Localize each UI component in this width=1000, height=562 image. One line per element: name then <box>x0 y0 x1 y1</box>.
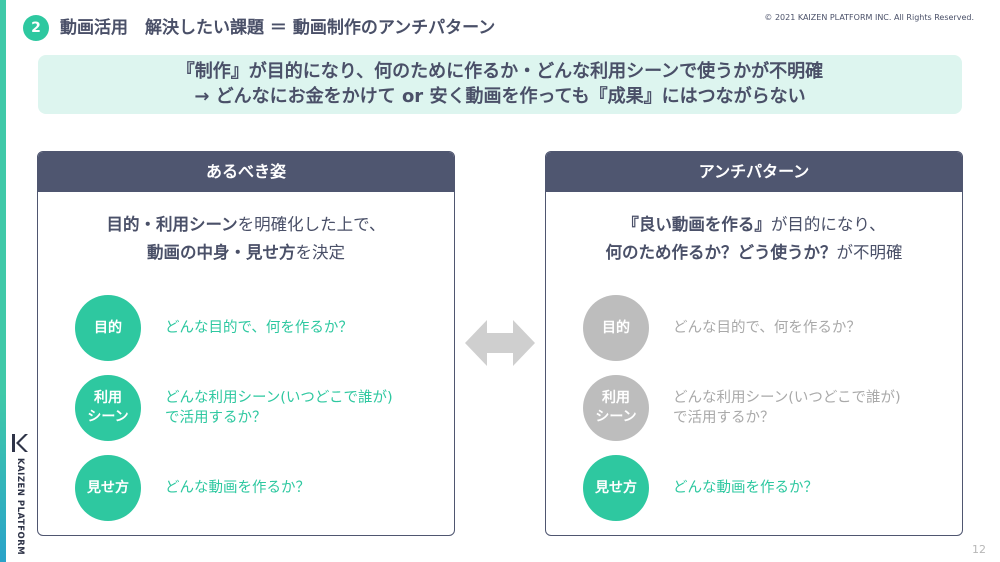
antipattern-panel-title: アンチパターン <box>546 152 962 192</box>
page-title: 動画活用 解決したい課題 ＝ 動画制作のアンチパターン <box>60 18 496 38</box>
copyright-text: © 2021 KAIZEN PLATFORM INC. All Rights R… <box>764 13 974 22</box>
scene-text-2: で活用するか？ <box>165 410 267 426</box>
scene-text-1: どんな利用シーン(いつどこで誰が) <box>165 390 393 406</box>
anti-item-scene: 利用シーン どんな利用シーン(いつどこで誰が) で活用するか？ <box>583 375 953 441</box>
anti-scene-text: どんな利用シーン(いつどこで誰が) で活用するか？ <box>673 388 901 428</box>
ideal-item-presentation: 見せ方 どんな動画を作るか？ <box>75 455 445 521</box>
kaizen-logo: KAIZEN PLATFORM <box>9 432 31 555</box>
ideal-item-scene: 利用シーン どんな利用シーン(いつどこで誰が) で活用するか？ <box>75 375 445 441</box>
anti-purpose-circle: 目的 <box>583 295 649 361</box>
anti-item-purpose: 目的 どんな目的で、何を作るか？ <box>583 295 953 361</box>
purpose-text: どんな目的で、何を作るか？ <box>165 320 353 336</box>
banner-line-2: → どんなにお金をかけて or 安く動画を作っても『成果』にはつながらない <box>194 86 806 107</box>
antipattern-panel-description: 『良い動画を作る』が目的になり、 何のため作るか？どう使うか？が不明確 <box>546 211 962 267</box>
banner-line-1: 『制作』が目的になり、何のために作るか・どんな利用シーンで使うかが不明確 <box>176 61 824 82</box>
anti-scene-label-2: シーン <box>595 409 637 425</box>
anti-scene-text-2: で活用するか？ <box>673 410 775 426</box>
page-number: 12 <box>972 543 986 556</box>
anti-presentation-text: どんな動画を作るか？ <box>673 480 818 496</box>
anti-desc-rest-1: が目的になり、 <box>770 215 886 234</box>
section-number-badge: 2 <box>23 15 49 41</box>
summary-banner: 『制作』が目的になり、何のために作るか・どんな利用シーンで使うかが不明確 → ど… <box>38 55 962 114</box>
anti-desc-rest-2: が不明確 <box>836 243 903 262</box>
ideal-desc-rest-2: を決定 <box>295 243 346 262</box>
anti-scene-text-1: どんな利用シーン(いつどこで誰が) <box>673 390 901 406</box>
kaizen-logo-text: KAIZEN PLATFORM <box>15 458 25 556</box>
kaizen-k-icon <box>12 434 28 452</box>
scene-text: どんな利用シーン(いつどこで誰が) で活用するか？ <box>165 388 393 428</box>
ideal-panel: あるべき姿 目的・利用シーンを明確化した上で、 動画の中身・見せ方を決定 目的 … <box>37 151 455 536</box>
scene-label-1: 利用 <box>94 390 122 406</box>
ideal-panel-description: 目的・利用シーンを明確化した上で、 動画の中身・見せ方を決定 <box>38 211 454 267</box>
left-accent-bar <box>0 0 6 562</box>
anti-purpose-text: どんな目的で、何を作るか？ <box>673 320 861 336</box>
presentation-text: どんな動画を作るか？ <box>165 480 310 496</box>
anti-desc-bold-2: 何のため作るか？どう使うか？ <box>605 243 837 262</box>
ideal-desc-bold-2: 動画の中身・見せ方 <box>147 243 296 262</box>
scene-label-2: シーン <box>87 409 129 425</box>
purpose-circle: 目的 <box>75 295 141 361</box>
scene-circle: 利用シーン <box>75 375 141 441</box>
double-arrow-icon <box>465 320 535 366</box>
anti-item-presentation: 見せ方 どんな動画を作るか？ <box>583 455 953 521</box>
ideal-item-purpose: 目的 どんな目的で、何を作るか？ <box>75 295 445 361</box>
presentation-circle: 見せ方 <box>75 455 141 521</box>
anti-scene-label-1: 利用 <box>602 390 630 406</box>
anti-presentation-circle: 見せ方 <box>583 455 649 521</box>
antipattern-panel: アンチパターン 『良い動画を作る』が目的になり、 何のため作るか？どう使うか？が… <box>545 151 963 536</box>
ideal-desc-rest-1: を明確化した上で、 <box>237 215 386 234</box>
ideal-panel-title: あるべき姿 <box>38 152 454 192</box>
ideal-desc-bold-1: 目的・利用シーン <box>106 215 238 234</box>
anti-scene-circle: 利用シーン <box>583 375 649 441</box>
anti-desc-bold-1: 『良い動画を作る』 <box>622 215 771 234</box>
